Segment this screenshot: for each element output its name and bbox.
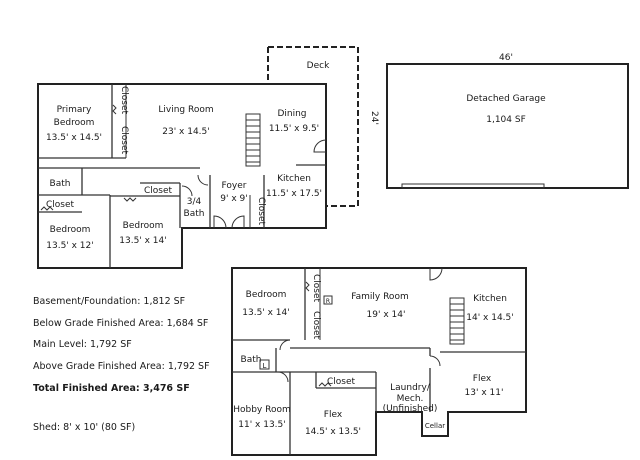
lower-bedroom-label: Bedroom: [246, 290, 287, 300]
area-summary: Basement/Foundation: 1,812 SF Below Grad…: [33, 296, 210, 433]
deck-outline: [268, 46, 359, 207]
closet-zigzag-2: [123, 197, 137, 202]
kitchen-size: 11.5' x 17.5': [266, 189, 322, 199]
door-swing-foyer-left: [213, 215, 227, 229]
dining-label: Dining: [277, 109, 306, 119]
detached-garage: 46' Detached Garage 1,104 SF: [386, 53, 629, 189]
closet-label-2: Closet: [119, 126, 129, 155]
marker-l-box: [259, 359, 270, 370]
lower-closet-zigzag: [318, 382, 332, 387]
living-room-label: Living Room: [158, 105, 213, 115]
dining-size: 11.5' x 9.5': [269, 124, 319, 134]
family-room-size: 19' x 14': [367, 310, 406, 320]
hobby-room-size: 11' x 13.5': [238, 420, 286, 430]
primary-bedroom-label-1: Primary: [57, 105, 92, 115]
lower-kitchen-size: 14' x 14.5': [466, 313, 514, 323]
closet-label-3: Closet: [144, 186, 173, 196]
primary-bedroom-size: 13.5' x 14.5': [46, 133, 102, 143]
lower-closet-label-1: Closet: [311, 274, 321, 303]
garage-area: 1,104 SF: [486, 115, 526, 125]
door-swing-dining: [313, 139, 327, 153]
lower-closet-label-3: Closet: [327, 377, 356, 387]
closet-label-5: Closet: [256, 197, 266, 226]
flex-right-size: 13' x 11': [465, 388, 504, 398]
main-level-exterior-wall: [37, 83, 327, 269]
marker-r-box: [323, 295, 333, 305]
marker-r: R: [326, 298, 330, 305]
shed-area: Shed: 8' x 10' (80 SF): [33, 422, 135, 433]
flex-right-label: Flex: [473, 374, 492, 384]
door-swing-lower-top: [429, 267, 443, 281]
door-swing-hall: [181, 185, 193, 197]
lower-closet-label-2: Closet: [311, 311, 321, 340]
laundry-label-2: Mech.: [397, 394, 424, 404]
deck-label: Deck: [307, 61, 330, 71]
lower-level-exterior-wall: [231, 267, 527, 456]
bedroom-a-size: 13.5' x 12': [46, 241, 94, 251]
closet-zigzag-1: [40, 206, 54, 211]
bath34-label-1: 3/4: [187, 197, 202, 207]
laundry-label-3: (Unfinished): [383, 404, 438, 414]
bath34-label-2: Bath: [184, 209, 205, 219]
bedroom-a-label: Bedroom: [50, 225, 91, 235]
above-grade-area: Above Grade Finished Area: 1,792 SF: [33, 361, 210, 372]
stairs-lower: [449, 297, 465, 345]
door-swing-lower-bedroom: [279, 339, 291, 351]
main-level-area: Main Level: 1,792 SF: [33, 339, 132, 350]
lower-level-plan: L R Bedroom 13.5' x 14' Closet Closet Fa…: [231, 267, 527, 456]
bath-label: Bath: [50, 179, 71, 189]
family-room-label: Family Room: [351, 292, 408, 302]
lower-kitchen-label: Kitchen: [473, 294, 507, 304]
bedroom-b-size: 13.5' x 14': [119, 236, 167, 246]
lower-bedroom-size: 13.5' x 14': [242, 308, 290, 318]
total-finished-area: Total Finished Area: 3,476 SF: [33, 383, 190, 394]
garage-label: Detached Garage: [466, 94, 546, 104]
garage-outline: [386, 63, 629, 189]
door-swing-foyer-right: [231, 215, 245, 229]
below-grade-area: Below Grade Finished Area: 1,684 SF: [33, 318, 208, 329]
kitchen-label: Kitchen: [277, 174, 311, 184]
main-level-plan: Primary Bedroom 13.5' x 14.5' Closet Clo…: [37, 46, 379, 269]
marker-l: L: [263, 362, 267, 370]
living-room-size: 23' x 14.5': [162, 127, 210, 137]
primary-bedroom-label-2: Bedroom: [54, 118, 95, 128]
cellar-label: Cellar: [425, 422, 445, 430]
deck-dimension: 24': [369, 111, 379, 125]
door-swing-bath34: [197, 174, 209, 186]
garage-width: 46': [499, 53, 513, 63]
basement-area: Basement/Foundation: 1,812 SF: [33, 296, 185, 307]
door-swing-flex-right: [429, 355, 441, 367]
door-swing-lower-bath: [277, 371, 289, 383]
lower-closet-zigzag-2: [305, 281, 310, 292]
laundry-label-1: Laundry/: [390, 383, 431, 393]
stairs-upper: [245, 113, 261, 167]
closet-label-1: Closet: [119, 86, 129, 115]
closet-label-4: Closet: [46, 200, 75, 210]
foyer-size: 9' x 9': [220, 194, 247, 204]
garage-door: [401, 183, 545, 189]
foyer-label: Foyer: [222, 181, 247, 191]
hobby-room-label: Hobby Room: [233, 405, 291, 415]
bedroom-b-label: Bedroom: [123, 221, 164, 231]
flex-left-size: 14.5' x 13.5': [305, 427, 361, 437]
closet-zigzag-3: [112, 104, 117, 115]
flex-left-label: Flex: [324, 410, 343, 420]
lower-bath-label: Bath: [241, 355, 262, 365]
